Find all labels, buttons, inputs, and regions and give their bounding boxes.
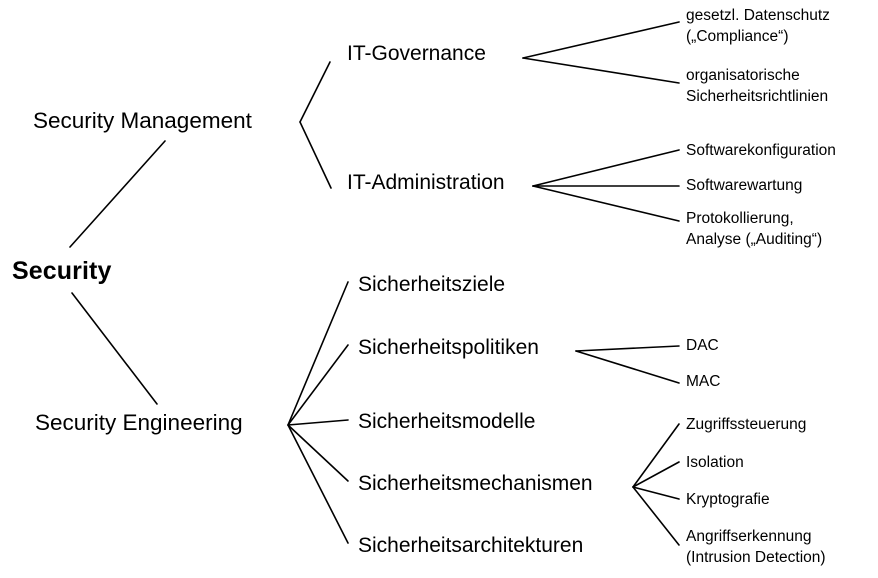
leaf-mac-line-1: MAC xyxy=(686,373,721,390)
node-security-management[interactable]: Security Management xyxy=(33,108,252,133)
edge-management-fork-bottom xyxy=(299,121,332,189)
node-sicherheitsziele[interactable]: Sicherheitsziele xyxy=(358,273,506,296)
leaf-dac-line-1: DAC xyxy=(686,337,719,354)
leaf-gesetzl-datenschutz-line-1: gesetzl. Datenschutz xyxy=(686,7,830,24)
edge-governance-to-richtlinien xyxy=(522,57,680,84)
node-sicherheitsarchitekturen[interactable]: Sicherheitsarchitekturen xyxy=(358,534,584,557)
edge-governance-to-compliance xyxy=(522,21,680,59)
leaf-angriffserkennung[interactable]: Angriffserkennung (Intrusion Detection) xyxy=(686,527,826,568)
edge-engineering-to-ziele xyxy=(287,281,349,426)
edge-politiken-to-dac xyxy=(575,345,680,352)
leaf-organisatorische-sicherheitsrichtlinien-line-1: organisatorische xyxy=(686,67,800,84)
edge-security-to-management xyxy=(69,140,166,248)
leaf-gesetzl-datenschutz-line-2: („Compliance“) xyxy=(686,27,789,45)
edge-engineering-to-architekturen xyxy=(287,424,349,544)
node-sicherheitsmechanismen[interactable]: Sicherheitsmechanismen xyxy=(358,472,593,495)
leaf-organisatorische-sicherheitsrichtlinien-line-2: Sicherheitsrichtlinien xyxy=(686,87,829,105)
edge-management-fork-top xyxy=(299,61,331,123)
edge-politiken-to-mac xyxy=(575,350,680,384)
edge-mechanismen-to-angriffserkennung xyxy=(632,486,680,546)
leaf-angriffserkennung-line-1: Angriffserkennung xyxy=(686,528,812,545)
node-it-administration[interactable]: IT-Administration xyxy=(347,171,505,194)
edge-admin-to-konfiguration xyxy=(532,149,680,187)
edge-engineering-to-politiken xyxy=(287,344,349,426)
leaf-dac[interactable]: DAC xyxy=(686,336,719,357)
leaf-isolation-line-1: Isolation xyxy=(686,454,744,471)
leaf-softwarekonfiguration[interactable]: Softwarekonfiguration xyxy=(686,141,836,162)
leaf-kryptografie-line-1: Kryptografie xyxy=(686,491,770,508)
leaf-zugriffssteuerung[interactable]: Zugriffssteuerung xyxy=(686,415,806,436)
node-security-root[interactable]: Security xyxy=(12,257,112,285)
edge-mechanismen-to-zugriffssteuerung xyxy=(632,423,680,488)
edge-engineering-to-modelle xyxy=(287,419,349,426)
edge-security-to-engineering xyxy=(71,292,158,405)
edge-mechanismen-to-kryptografie xyxy=(632,486,680,500)
leaf-kryptografie[interactable]: Kryptografie xyxy=(686,490,770,511)
node-security-engineering[interactable]: Security Engineering xyxy=(35,410,243,435)
leaf-isolation[interactable]: Isolation xyxy=(686,453,744,474)
leaf-protokollierung-analyse-line-2: Analyse („Auditing“) xyxy=(686,230,823,248)
edge-admin-to-protokoll xyxy=(532,185,680,222)
node-sicherheitsmodelle[interactable]: Sicherheitsmodelle xyxy=(358,410,536,433)
leaf-protokollierung-analyse[interactable]: Protokollierung, Analyse („Auditing“) xyxy=(686,209,822,250)
leaf-protokollierung-analyse-line-1: Protokollierung, xyxy=(686,210,794,227)
node-sicherheitspolitiken[interactable]: Sicherheitspolitiken xyxy=(358,336,539,359)
edge-mechanismen-to-isolation xyxy=(632,461,680,488)
leaf-softwarewartung-line-1: Softwarewartung xyxy=(686,177,803,194)
edge-engineering-to-mechanismen xyxy=(287,424,349,482)
leaf-angriffserkennung-line-2: (Intrusion Detection) xyxy=(686,548,826,566)
node-it-governance[interactable]: IT-Governance xyxy=(347,42,486,65)
leaf-mac[interactable]: MAC xyxy=(686,372,720,393)
leaf-zugriffssteuerung-line-1: Zugriffssteuerung xyxy=(686,416,807,433)
leaf-softwarekonfiguration-line-1: Softwarekonfiguration xyxy=(686,142,836,159)
leaf-softwarewartung[interactable]: Softwarewartung xyxy=(686,176,802,197)
leaf-gesetzl-datenschutz[interactable]: gesetzl. Datenschutz („Compliance“) xyxy=(686,6,830,47)
